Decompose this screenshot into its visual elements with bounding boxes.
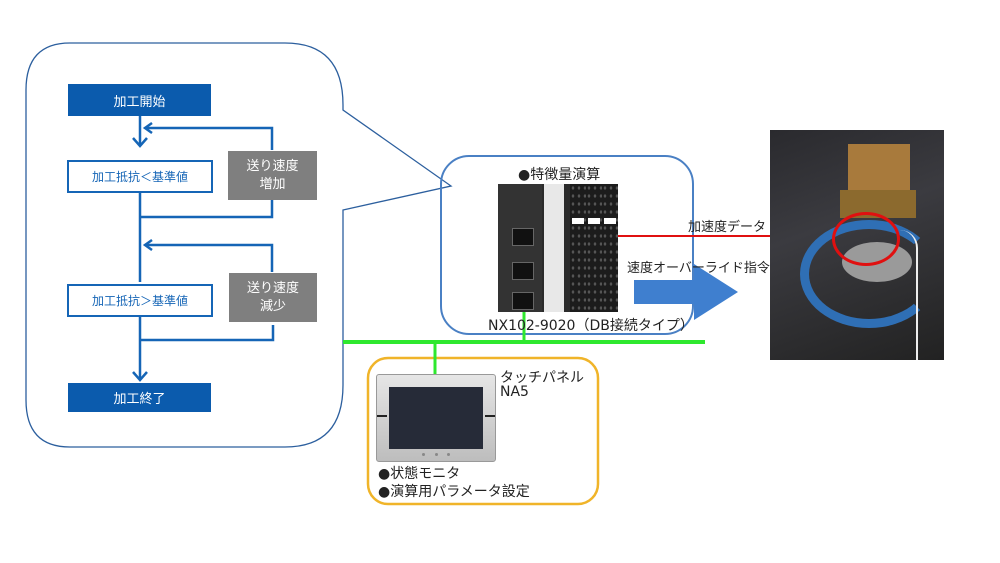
io-module (602, 184, 618, 312)
flow-condition-low: 加工抵抗＜基準値 (67, 160, 213, 193)
action-decrease-line2: 減少 (259, 298, 286, 314)
controller-frame (440, 155, 694, 335)
acceleration-data-label: 加速度データ (688, 220, 767, 235)
feature-status-monitor: ●状態モニタ (378, 466, 461, 482)
io-label-tab (604, 218, 616, 224)
touch-panel-title: タッチパネル (500, 370, 584, 386)
feature-calc-label: ●特徴量演算 (518, 167, 601, 183)
action-increase-line2: 増加 (259, 176, 286, 192)
hmi-button-icon (422, 453, 425, 456)
plc-controller-image (498, 184, 618, 312)
action-decrease: 送り速度 減少 (229, 273, 317, 322)
sensor-highlight-circle (832, 212, 900, 266)
action-decrease-line1: 送り速度 (246, 280, 299, 296)
ethernet-port-icon (512, 292, 534, 310)
plc-cpu-unit (498, 184, 542, 312)
flow-condition-high: 加工抵抗＞基準値 (67, 284, 213, 317)
flow-condition-low-label: 加工抵抗＜基準値 (91, 170, 188, 184)
flow-connectors (132, 115, 275, 382)
hmi-bezel-mark (485, 415, 495, 417)
controller-model-label: NX102-9020（DB接続タイプ） (488, 318, 694, 334)
flow-end-label: 加工終了 (113, 392, 166, 407)
hmi-screen (389, 387, 483, 449)
hmi-button-icon (435, 453, 438, 456)
io-label-tab (588, 218, 600, 224)
plc-power-strip (544, 184, 564, 312)
io-module (570, 184, 586, 312)
flow-start-label: 加工開始 (113, 94, 166, 110)
hmi-bezel-mark (377, 415, 387, 417)
io-module (586, 184, 602, 312)
spindle-block (848, 144, 910, 196)
io-label-tab (572, 218, 584, 224)
touch-panel-image (376, 374, 496, 462)
touch-panel-model: NA5 (500, 384, 529, 400)
hmi-button-icon (447, 453, 450, 456)
feature-parameter-setting: ●演算用パラメータ設定 (378, 484, 530, 500)
override-arrow (634, 264, 738, 320)
action-increase: 送り速度 増加 (228, 151, 317, 200)
touch-panel-frame (366, 356, 600, 506)
flow-end: 加工終了 (68, 383, 211, 412)
machine-photo (770, 130, 944, 360)
sensor-cable (900, 230, 918, 360)
flow-condition-high-label: 加工抵抗＞基準値 (91, 294, 188, 308)
ethernet-port-icon (512, 228, 534, 246)
speed-override-label: 速度オーバーライド指令 (627, 261, 770, 276)
flow-start: 加工開始 (68, 84, 211, 116)
action-increase-line1: 送り速度 (246, 158, 299, 174)
ethernet-port-icon (512, 262, 534, 280)
